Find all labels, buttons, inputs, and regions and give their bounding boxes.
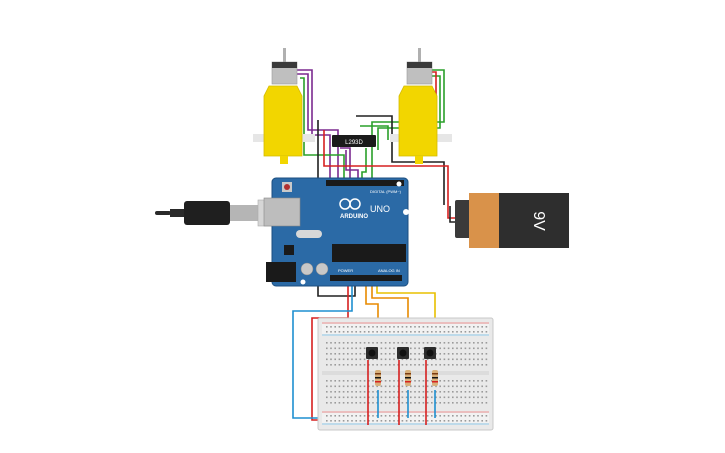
wire-motor2-green-2[interactable] (377, 75, 441, 150)
arduino-uno-board[interactable]: ARDUINO UNO DIGITAL (PWM~) POWER ANALOG … (263, 177, 409, 287)
arduino-logo-icon (339, 198, 361, 210)
microcontroller-chip (332, 244, 406, 262)
wire-motor1-green[interactable] (300, 77, 345, 185)
driver-chip[interactable]: L293D (332, 135, 376, 147)
battery-9v[interactable]: 9V (455, 193, 569, 248)
wire-gnd-blue[interactable] (292, 282, 353, 419)
power-header-label: POWER (338, 268, 353, 273)
dc-gear-motor-icon-1[interactable] (253, 48, 315, 164)
analog-header-label: ANALOG IN (378, 268, 400, 273)
resistor-icon-3[interactable] (432, 370, 438, 386)
breadboard-wires (367, 360, 436, 425)
digital-header (326, 180, 404, 186)
pushbutton-icon-3[interactable] (424, 347, 436, 359)
arduino-logo-text: ARDUINO (340, 214, 368, 220)
wire-motor1-purple-2[interactable] (297, 73, 339, 185)
power-analog-header (330, 275, 402, 281)
resistor-icon-1[interactable] (375, 370, 381, 386)
wire-driver-black-2[interactable] (356, 115, 445, 205)
digital-header-label: DIGITAL (PWM~) (370, 189, 402, 194)
driver-chip-label: L293D (345, 140, 363, 146)
pushbutton-icon-1[interactable] (366, 347, 378, 359)
battery-label: 9V (530, 211, 547, 231)
dc-gear-motor-icon-2[interactable] (390, 48, 452, 164)
resistor-icon-2[interactable] (405, 370, 411, 386)
pushbutton-icon-2[interactable] (397, 347, 409, 359)
wire-battery-red[interactable] (323, 130, 458, 219)
wire-driver-green-2[interactable] (360, 125, 389, 140)
wire-driver-purple[interactable] (340, 147, 351, 185)
arduino-model-text: UNO (370, 204, 390, 214)
